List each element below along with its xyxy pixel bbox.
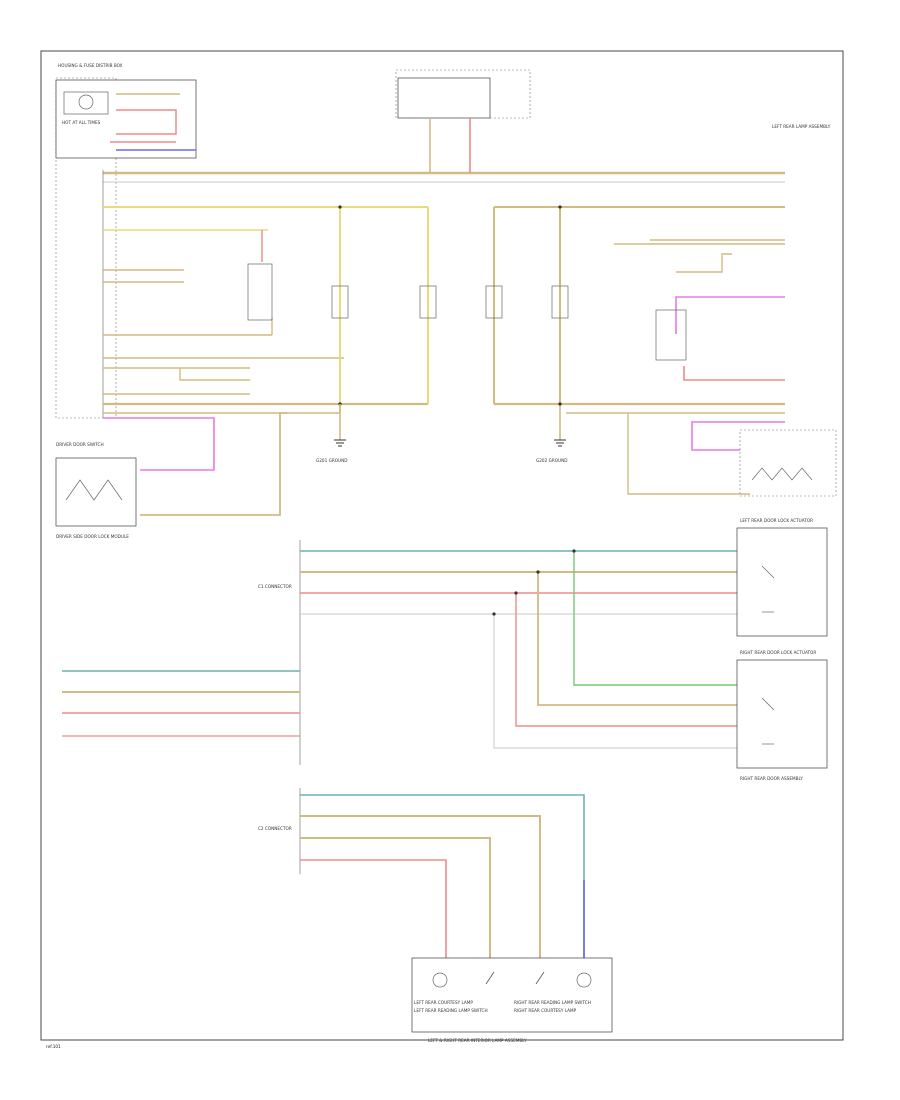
bottom-item-4: RIGHT REAR COURTESY LAMP bbox=[514, 1008, 577, 1013]
wire-m-red-drop bbox=[515, 593, 737, 727]
ground-2-label: G202 GROUND bbox=[536, 458, 567, 463]
top-center-dash bbox=[395, 69, 531, 119]
right-switch-dash bbox=[739, 429, 837, 497]
top-left-module-box bbox=[55, 79, 197, 159]
wire-b-tan-1 bbox=[300, 815, 541, 962]
wire-b-teal bbox=[300, 794, 585, 962]
left-bottom-switch bbox=[65, 479, 123, 501]
junction-m1 bbox=[572, 549, 576, 553]
diagram-frame bbox=[40, 50, 844, 1041]
wire-r-tan-5 bbox=[676, 253, 732, 273]
switch-r1 bbox=[655, 309, 687, 361]
ground-1-label: G201 GROUND bbox=[316, 458, 347, 463]
left-rear-lamp-label: LEFT REAR LAMP ASSEMBLY bbox=[772, 124, 831, 129]
lamp-r2 bbox=[551, 285, 569, 319]
junction-l1 bbox=[338, 205, 342, 209]
right-top-actuator-box bbox=[736, 527, 828, 637]
bottom-switch-1 bbox=[485, 971, 495, 985]
bottom-lamp-right bbox=[576, 972, 592, 988]
bottom-lamp-left bbox=[432, 972, 448, 988]
wire-r-red-1 bbox=[683, 366, 785, 381]
switch-l1 bbox=[247, 263, 273, 321]
wire-m-gray-drop bbox=[493, 614, 737, 749]
junction-r1 bbox=[558, 205, 562, 209]
ground-symbol-1 bbox=[334, 439, 346, 447]
junction-m2 bbox=[536, 570, 540, 574]
wire-r-pink-1 bbox=[675, 296, 785, 334]
left-switch-label: DRIVER DOOR SWITCH bbox=[56, 442, 104, 447]
junction-m4 bbox=[492, 612, 496, 616]
junction-m3 bbox=[514, 591, 518, 595]
left-module-outline bbox=[55, 77, 117, 419]
wire-l-tan-down bbox=[140, 412, 287, 516]
lamp-r1 bbox=[485, 285, 503, 319]
wire-r-tan-7 bbox=[627, 413, 750, 495]
bottom-assembly-box bbox=[411, 957, 613, 1033]
connector-2-label: C2 CONNECTOR bbox=[258, 826, 292, 831]
fuse-box-label: HOT AT ALL TIMES bbox=[62, 120, 101, 125]
left-bottom-box bbox=[55, 457, 137, 527]
wire-l-pink bbox=[103, 417, 215, 471]
wire-r-pink-2 bbox=[691, 421, 785, 451]
ground-symbol-2 bbox=[554, 439, 566, 447]
bottom-switch-2 bbox=[535, 971, 545, 985]
fuse-inner-box bbox=[63, 91, 109, 115]
right-top-label: LEFT REAR DOOR LOCK ACTUATOR bbox=[740, 518, 813, 523]
bottom-item-2: LEFT REAR READING LAMP SWITCH bbox=[414, 1008, 488, 1013]
connector-1-label: C1 CONNECTOR bbox=[258, 584, 292, 589]
bottom-item-1: LEFT REAR COURTESY LAMP bbox=[414, 1000, 473, 1005]
wire-l-tan-8 bbox=[179, 368, 250, 381]
right-top-switch-1 bbox=[761, 565, 775, 579]
bottom-item-3: RIGHT REAR READING LAMP SWITCH bbox=[514, 1000, 591, 1005]
lamp-l2 bbox=[419, 285, 437, 319]
wire-b-tan-2 bbox=[300, 837, 491, 962]
wire-tl-red-2 bbox=[116, 109, 177, 135]
left-bottom-label: DRIVER SIDE DOOR LOCK MODULE bbox=[56, 534, 129, 539]
bottom-assembly-label: LEFT & RIGHT REAR INTERIOR LAMP ASSEMBLY bbox=[428, 1038, 527, 1043]
wire-m-tan-drop bbox=[537, 572, 737, 706]
right-mid-actuator-box bbox=[736, 659, 828, 769]
wire-b-red bbox=[300, 859, 447, 962]
right-switch-symbol bbox=[751, 467, 813, 481]
lamp-l1 bbox=[331, 285, 349, 319]
junction-r2 bbox=[558, 402, 562, 406]
right-mid-switch-1 bbox=[761, 697, 775, 711]
top-left-module-label: HOUSING & FUSE DISTRIB BOX bbox=[58, 63, 123, 68]
fuse-symbol bbox=[78, 94, 94, 110]
top-center-box bbox=[397, 77, 491, 119]
right-mid-label: RIGHT REAR DOOR LOCK ACTUATOR bbox=[740, 650, 816, 655]
wire-m-green-drop bbox=[573, 551, 737, 686]
right-mid-caption: RIGHT REAR DOOR ASSEMBLY bbox=[740, 776, 803, 781]
reference-id: ref.101 bbox=[46, 1044, 61, 1049]
